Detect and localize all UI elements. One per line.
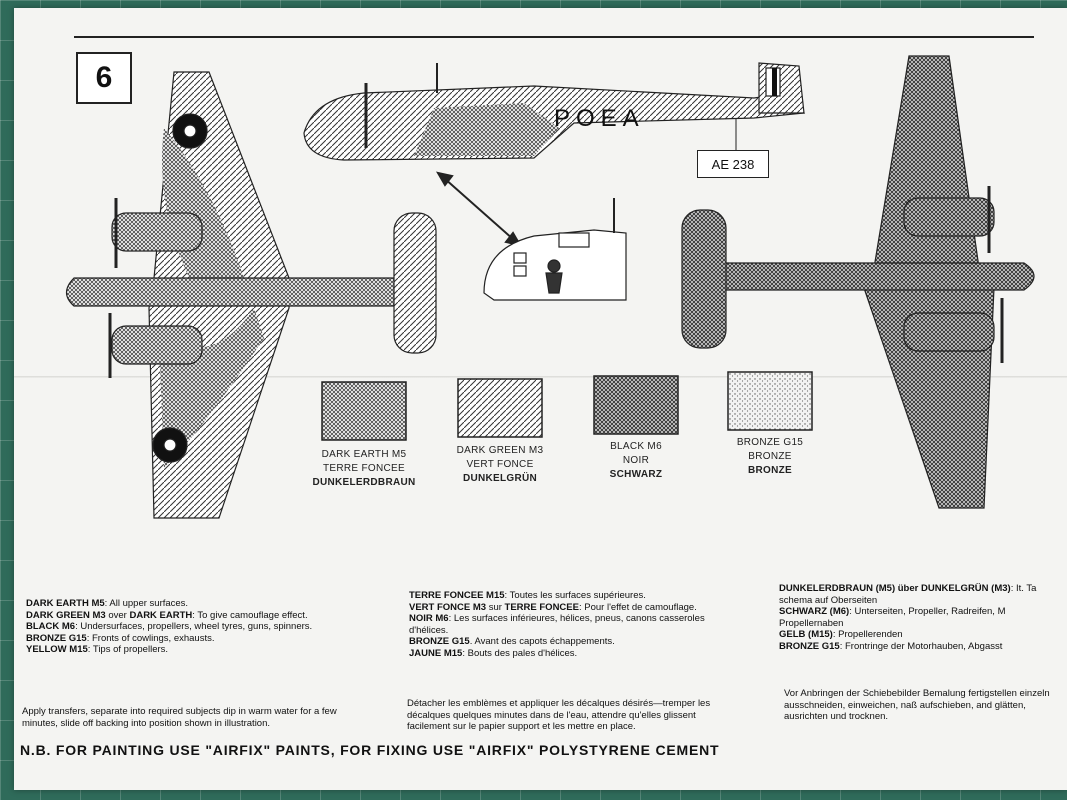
swatch-label-line: TERRE FONCEE (323, 463, 405, 474)
swatch-label-line: NOIR (622, 455, 650, 466)
swatch-label-line: BLACK M6 (610, 441, 662, 452)
serial-number: AE 238 (711, 156, 755, 172)
serial-number-box: AE 238 (697, 150, 769, 178)
english-transfer-instructions: Apply transfers, separate into required … (22, 706, 337, 729)
underside-view-aircraft (681, 55, 1035, 509)
english-paint-instructions: DARK EARTH M5: All upper surfaces. DARK … (26, 598, 313, 655)
fuselage-code: POEA (554, 105, 645, 132)
aircraft-drawings: POEA (65, 55, 1035, 519)
swatch-label-dark-green: DARK GREEN M3 VERT FONCE DUNKELGRÜN (440, 444, 560, 486)
swatch-dark-green (457, 378, 543, 438)
german-transfer-instructions: Vor Anbringen der Schiebebilder Bemalung… (784, 688, 1050, 722)
swatch-label-line: BRONZE (748, 451, 792, 462)
swatch-dark-earth (321, 381, 407, 441)
detail-arrow (435, 171, 523, 247)
nose-detail-view (483, 198, 627, 301)
swatch-bronze (727, 371, 813, 431)
swatch-label-line: BRONZE (747, 465, 793, 476)
swatch-label-line: DUNKELERDBRAUN (312, 477, 416, 488)
french-paint-instructions: TERRE FONCEE M15: Toutes les surfaces su… (409, 590, 705, 659)
step-number-box: 6 (76, 52, 132, 104)
swatch-label-black: BLACK M6 NOIR SCHWARZ (576, 440, 696, 482)
swatch-label-line: SCHWARZ (609, 469, 663, 480)
top-rule (74, 36, 1034, 38)
swatch-label-dark-earth: DARK EARTH M5 TERRE FONCEE DUNKELERDBRAU… (304, 448, 424, 490)
instruction-sheet: 6 (14, 8, 1067, 790)
swatch-label-line: DARK EARTH M5 (321, 449, 407, 460)
swatch-label-bronze: BRONZE G15 BRONZE BRONZE (710, 436, 830, 478)
swatch-label-line: DARK GREEN M3 (456, 445, 544, 456)
paper-fold (14, 376, 1067, 378)
swatch-label-line: BRONZE G15 (736, 437, 804, 448)
swatch-label-line: VERT FONCE (466, 459, 534, 470)
swatch-label-line: DUNKELGRÜN (462, 473, 538, 484)
footer-note: N.B. FOR PAINTING USE "AIRFIX" PAINTS, F… (20, 742, 720, 758)
step-number: 6 (95, 61, 113, 94)
swatch-black (593, 375, 679, 435)
side-view-aircraft (303, 62, 806, 161)
top-view-aircraft (65, 71, 437, 519)
german-paint-instructions: DUNKELERDBRAUN (M5) über DUNKELGRÜN (M3)… (779, 583, 1037, 652)
french-transfer-instructions: Détacher les emblèmes et appliquer les d… (407, 698, 711, 732)
